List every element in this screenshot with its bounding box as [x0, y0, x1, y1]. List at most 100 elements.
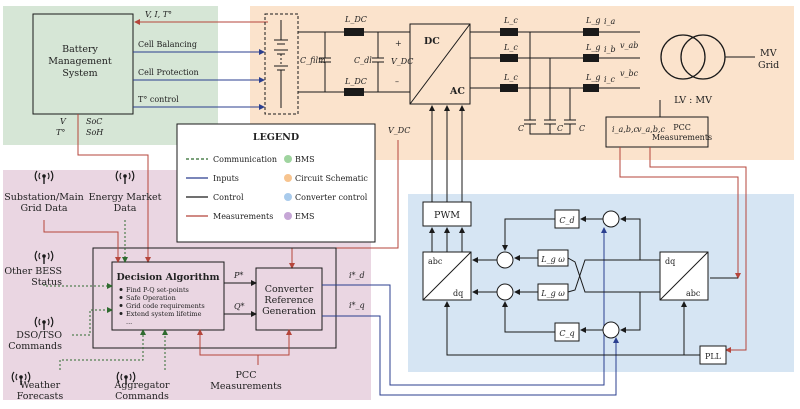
- antenna-icon: [115, 170, 135, 184]
- converter-diagonal: [409, 23, 471, 105]
- ems-input-link: [43, 283, 113, 289]
- ems-input-line2: Status: [31, 277, 62, 288]
- crg-line3: Generation: [262, 306, 316, 317]
- decision-bullet: Find P-Q set-points: [126, 286, 189, 294]
- crg-line2: Reference: [264, 295, 314, 306]
- vdc-plus: +: [395, 39, 402, 48]
- park-abc: abc: [686, 289, 701, 298]
- lc-b-label: L_c: [503, 43, 518, 52]
- battery-dashed-box: [264, 13, 299, 115]
- bms-region: [3, 6, 218, 145]
- pcc-box: [605, 116, 709, 148]
- legend-area-swatch-1: [284, 174, 292, 182]
- antenna-icon: [34, 250, 54, 264]
- legend-area-label: Converter control: [295, 193, 368, 202]
- antenna-icon: [116, 371, 136, 385]
- pcc-iabc: i_a,b,c: [612, 125, 639, 134]
- grid-label-2: Grid: [758, 60, 779, 71]
- c2-label: C: [557, 124, 563, 133]
- park-dq: dq: [665, 257, 675, 266]
- legend-area-swatch-3: [284, 212, 292, 220]
- legend-item-label: Inputs: [213, 174, 239, 183]
- sum-q-ref: [602, 321, 620, 339]
- cfilm-label: C_film: [300, 56, 326, 65]
- inv-park-diag: [422, 251, 472, 301]
- ems-pcc-line2: Measurements: [210, 381, 282, 392]
- bms-to-ems-line: [77, 114, 151, 263]
- ems-outer-box: [92, 247, 337, 349]
- id-ref-label: i*_d: [349, 271, 365, 280]
- ldc-bot-inductor: [344, 88, 364, 96]
- sum-d-out: [496, 251, 514, 269]
- ems-pcc-line1: PCC: [236, 370, 257, 381]
- legend-item-label: Measurements: [213, 212, 273, 221]
- bullet-dot: [119, 304, 123, 307]
- legend-title: LEGEND: [253, 132, 299, 143]
- lg-b-inductor: [583, 54, 599, 62]
- circuit-schematic: L_DC L_DC C_film C_dl V_DC + – DC AC L_c…: [264, 13, 779, 135]
- control-region: [408, 194, 794, 372]
- control-wiring: [444, 216, 738, 356]
- ems-input-line2: Commands: [115, 391, 169, 402]
- bullet-dot: [119, 312, 123, 315]
- grid-label-1: MV: [760, 48, 777, 59]
- bms-soc: SoC: [86, 117, 102, 126]
- converter-box: [409, 23, 471, 105]
- bms-title-1: Battery: [62, 44, 98, 55]
- sum-d-ref: [602, 210, 620, 228]
- iq-ref-label: i*_q: [349, 301, 365, 310]
- battery-icon: [274, 20, 288, 108]
- ems-input-line1: DSO/TSO: [16, 330, 62, 341]
- bms-title-3: System: [62, 68, 97, 79]
- lg-c-inductor: [583, 84, 599, 92]
- decision-bullet: ...: [126, 318, 132, 326]
- vdc-measurement: V_DC: [289, 126, 410, 269]
- legend-item-label: Control: [213, 193, 244, 202]
- antenna-icon: [11, 371, 31, 385]
- c3-label: C: [579, 124, 585, 133]
- filter-capacitors: [524, 32, 576, 135]
- pcc-box-line1: PCC: [673, 123, 691, 132]
- ems-input-line1: Energy Market: [89, 192, 162, 203]
- ems-input-line2: Commands: [8, 341, 62, 352]
- legend-area-swatch-2: [284, 193, 292, 201]
- bms-block: Battery Management System V T° SoC SoH: [32, 13, 134, 137]
- lgw-bot-label: L_g ω: [540, 289, 565, 298]
- ldc-top-inductor: [344, 28, 364, 36]
- ems-input-line2: Forecasts: [17, 391, 64, 402]
- pcc-to-crg-line: [258, 329, 292, 356]
- bullet-dot: [119, 288, 123, 291]
- crg-line1: Converter: [265, 284, 314, 295]
- cell-balancing-label: Cell Balancing: [138, 40, 197, 49]
- legend-items: CommunicationInputsControlMeasurementsBM…: [186, 155, 368, 221]
- lgw-top-label: L_g ω: [540, 255, 565, 264]
- pcc-measurement-block: PCC Measurements i_a,b,c v_a,b,c: [605, 100, 747, 353]
- ems-input-line2: Grid Data: [20, 203, 67, 214]
- temp-control-label: T° control: [138, 95, 179, 104]
- lc-a-label: L_c: [503, 16, 518, 25]
- converter-dc: DC: [424, 36, 440, 47]
- cfilm-capacitor: [319, 32, 331, 92]
- pcc-v-meas-line: [649, 147, 747, 353]
- legend-box: [176, 123, 376, 243]
- park-diag: [659, 251, 709, 301]
- pcc-vabc: v_a,b,c: [637, 125, 665, 134]
- legend-area-label: BMS: [295, 155, 315, 164]
- vdc-minus: –: [395, 77, 399, 86]
- lc-c-inductor: [500, 84, 518, 92]
- legend: LEGEND CommunicationInputsControlMeasure…: [176, 123, 376, 243]
- bms-box: [32, 13, 134, 115]
- bms-signals: V, I, T° Cell Balancing Cell Protection …: [77, 10, 268, 263]
- lg-a-label: L_g: [585, 16, 600, 25]
- sum-q-out: [496, 283, 514, 301]
- cdl-capacitor: [372, 32, 384, 92]
- pcc-to-decision-line: [197, 329, 259, 365]
- lc-c-label: L_c: [503, 73, 518, 82]
- legend-area-label: EMS: [295, 212, 315, 221]
- transformer-label: LV : MV: [674, 95, 712, 106]
- ems-input-line1: Aggregator: [113, 380, 169, 391]
- vab-label: v_ab: [620, 41, 638, 50]
